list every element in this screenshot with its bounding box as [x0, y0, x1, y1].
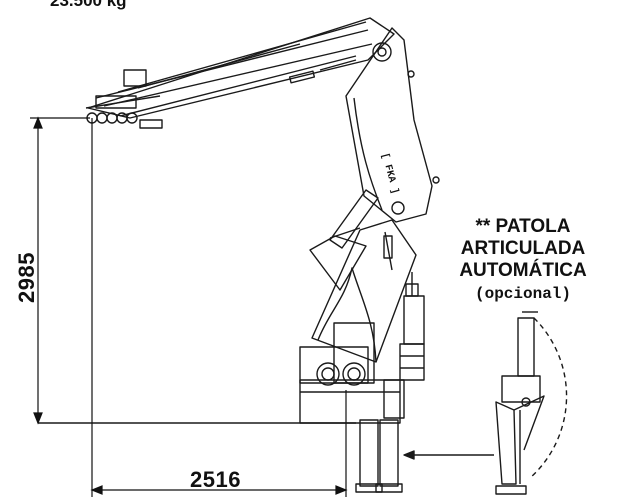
articulated-outrigger [495, 311, 545, 495]
crane-column [309, 219, 417, 363]
main-boom [345, 27, 440, 271]
option-title-line: ** PATOLA [475, 216, 571, 237]
crane-base [299, 322, 405, 424]
height-arrow-bottom [33, 412, 43, 425]
knuckle-boom [87, 17, 395, 119]
option-title-line: ARTICULADA [460, 238, 586, 259]
slewing-gears [316, 362, 366, 386]
boom-tip [85, 69, 163, 129]
width-arrow-left [90, 485, 103, 495]
option-title: ** PATOLA ARTICULADA AUTOMÁTICA [428, 216, 618, 282]
swing-arc [529, 317, 568, 479]
option-subtitle: (opcional) [474, 285, 571, 303]
hydraulic-cylinder [329, 189, 379, 249]
height-arrow-top [33, 116, 43, 129]
top-cut-text: 23.500 kg [50, 0, 127, 10]
option-title-line: AUTOMÁTICA [459, 260, 587, 281]
stabilizer-legs [355, 419, 403, 493]
height-dimension-label: 2985 [14, 252, 39, 303]
leader-arrow [403, 450, 415, 460]
control-valves [399, 272, 425, 381]
width-dimension-label: 2516 [190, 467, 241, 492]
width-arrow-right [335, 485, 348, 495]
